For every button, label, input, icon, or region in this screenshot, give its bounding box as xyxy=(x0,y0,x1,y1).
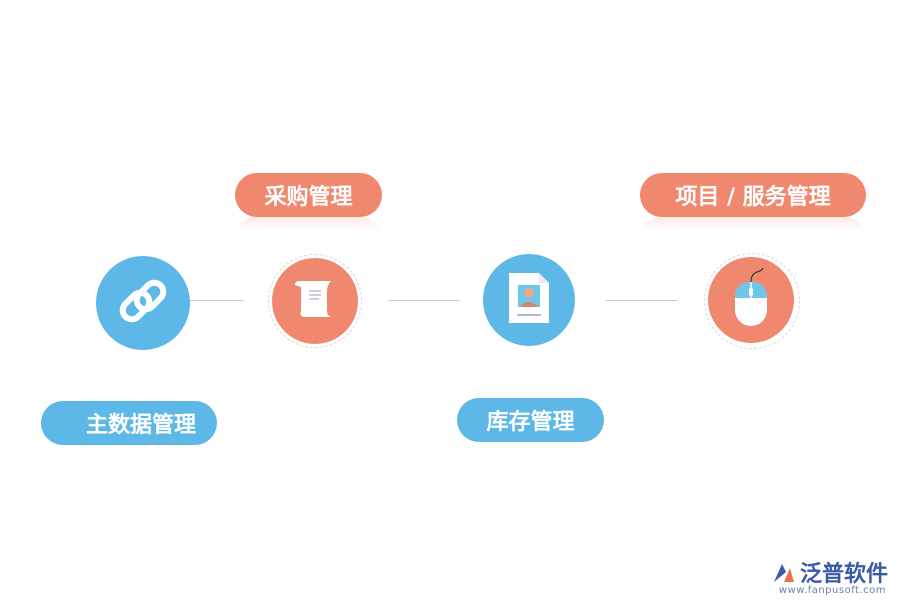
link-icon xyxy=(115,273,171,333)
node-procurement-ring xyxy=(268,254,362,348)
id-card-document-icon xyxy=(507,271,551,329)
label-master-data: 主数据管理 xyxy=(41,401,217,445)
connector-3 xyxy=(606,300,678,301)
node-project-ring xyxy=(704,253,800,349)
label-project-service-reflection: 项目 / 服务管理 xyxy=(640,217,866,231)
node-master-data xyxy=(96,256,190,350)
brand-name: 泛普软件 xyxy=(799,562,888,587)
label-procurement-reflection: 采购管理 xyxy=(235,217,382,231)
brand-logo: 泛普软件 xyxy=(772,562,888,588)
brand-url: www.fanpusoft.com xyxy=(778,585,886,596)
label-procurement: 采购管理 xyxy=(235,173,382,217)
label-inventory: 库存管理 xyxy=(457,398,604,442)
label-project-service: 项目 / 服务管理 xyxy=(640,173,866,217)
node-procurement xyxy=(272,258,358,344)
scroll-icon xyxy=(291,277,339,325)
node-project-service xyxy=(708,257,794,343)
connector-1 xyxy=(190,300,244,301)
connector-2 xyxy=(388,300,460,301)
mouse-icon xyxy=(731,267,771,332)
fanpu-logo-icon xyxy=(772,562,796,588)
node-inventory xyxy=(483,254,575,346)
